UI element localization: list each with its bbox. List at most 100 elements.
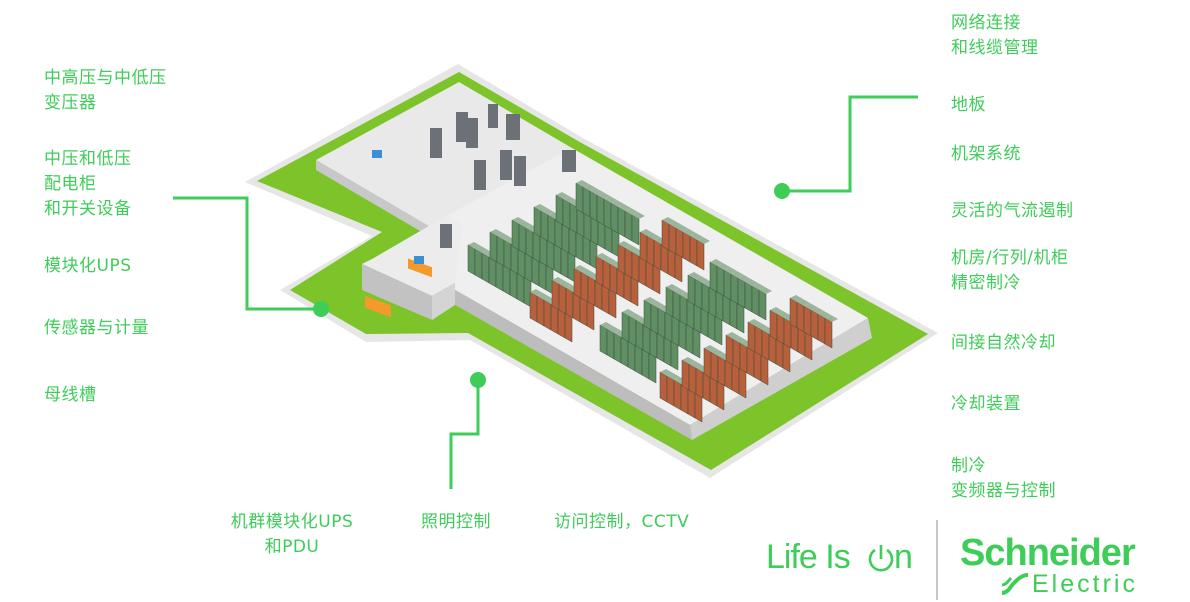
server-rack-top xyxy=(519,221,532,228)
server-rack-top xyxy=(583,184,596,191)
office-cabinets xyxy=(430,104,576,248)
server-rack xyxy=(760,354,769,386)
server-rack xyxy=(665,286,674,318)
server-rack xyxy=(730,273,739,305)
label-line: 配电柜 xyxy=(44,174,97,194)
server-rack-top xyxy=(818,311,831,318)
server-rack-top xyxy=(530,289,543,296)
server-rack-top xyxy=(662,217,675,224)
server-rack xyxy=(671,315,680,347)
label-line: 变频器与控制 xyxy=(951,481,1056,501)
label-line: 母线槽 xyxy=(44,385,97,405)
label-indirect-free-cooling: 间接自然冷却 xyxy=(951,331,1056,356)
server-rack xyxy=(703,347,712,379)
server-rack xyxy=(701,282,710,314)
server-rack xyxy=(543,299,552,331)
server-rack-top xyxy=(777,311,790,318)
server-rack xyxy=(620,336,629,368)
server-rack-top xyxy=(604,196,617,203)
label-line: 制冷 xyxy=(951,456,986,476)
server-rack xyxy=(746,346,755,378)
slogan-on-suffix: n xyxy=(894,538,913,576)
server-rack xyxy=(631,251,640,283)
server-rack xyxy=(503,239,512,271)
label-line: 机群模块化UPS xyxy=(230,512,354,532)
server-rack xyxy=(737,277,746,309)
server-rack-top xyxy=(666,284,679,291)
label-line: 机房/行列/机柜 xyxy=(951,248,1069,268)
label-transformers: 中高压与中低压 变压器 xyxy=(44,66,167,116)
server-rack xyxy=(617,206,626,238)
server-rack-top xyxy=(625,245,638,252)
server-rack xyxy=(661,219,670,251)
server-rack xyxy=(716,265,725,297)
server-rack-top xyxy=(688,272,701,279)
server-rack xyxy=(672,290,681,322)
small-room-floor xyxy=(362,215,462,296)
server-rack xyxy=(589,190,598,222)
server-rack-top xyxy=(726,332,739,339)
server-rack xyxy=(533,206,542,238)
server-rack xyxy=(627,340,636,372)
server-rack xyxy=(539,235,548,267)
server-rack xyxy=(696,239,705,271)
server-rack xyxy=(776,313,785,345)
server-rack-top xyxy=(475,246,488,253)
power-icon xyxy=(868,545,894,572)
server-rack-top xyxy=(559,281,572,288)
server-rack-top xyxy=(563,196,576,203)
server-rack-top xyxy=(667,373,680,380)
server-rack xyxy=(789,297,798,329)
server-rack-top xyxy=(468,242,481,249)
server-rack xyxy=(602,259,611,291)
server-rack xyxy=(668,223,677,255)
server-rack xyxy=(739,342,748,374)
server-rack-top xyxy=(597,192,610,199)
server-rack-top xyxy=(811,307,824,314)
label-line: 冷却装置 xyxy=(951,394,1021,414)
server-rack xyxy=(624,210,633,242)
server-rack-top xyxy=(622,309,635,316)
server-rack-top xyxy=(710,259,723,266)
server-rack xyxy=(573,267,582,299)
main-hall-wall-front xyxy=(690,318,872,440)
label-line: 传感器与计量 xyxy=(44,318,149,338)
server-rack xyxy=(562,198,571,230)
server-rack xyxy=(617,243,626,275)
server-rack xyxy=(824,317,833,349)
server-rack xyxy=(547,214,556,246)
server-rack xyxy=(613,332,622,364)
label-line: 访问控制，CCTV xyxy=(554,512,690,532)
server-rack xyxy=(635,319,644,351)
server-rack xyxy=(803,305,812,337)
server-rack-top xyxy=(690,233,703,240)
server-rack xyxy=(695,367,704,399)
connector-dot-floor xyxy=(774,183,790,199)
label-line: 机架系统 xyxy=(951,144,1021,164)
server-rack xyxy=(694,278,703,310)
server-rack xyxy=(709,261,718,293)
server-rack xyxy=(692,327,701,359)
label-line: 精密制冷 xyxy=(951,273,1021,293)
server-rack xyxy=(758,289,767,321)
server-rack xyxy=(723,269,732,301)
connector-dot-lighting xyxy=(470,372,486,388)
server-rack xyxy=(689,235,698,267)
main-hall-wall-left xyxy=(450,287,692,440)
server-rack xyxy=(634,344,643,376)
server-rack-top xyxy=(574,265,587,272)
server-rack xyxy=(650,303,659,335)
server-rack xyxy=(769,309,778,341)
server-rack-top xyxy=(603,257,616,264)
server-rack xyxy=(560,247,569,279)
server-rack xyxy=(631,214,640,246)
server-rack xyxy=(641,348,650,380)
monitor-icon xyxy=(414,256,424,264)
server-rack xyxy=(675,227,684,259)
server-rack-top xyxy=(695,276,708,283)
label-line: 和线缆管理 xyxy=(951,38,1039,58)
connector-line-floor xyxy=(782,95,918,193)
server-rack xyxy=(610,202,619,234)
server-rack xyxy=(648,352,657,384)
schneider-symbol-icon xyxy=(1001,573,1029,595)
